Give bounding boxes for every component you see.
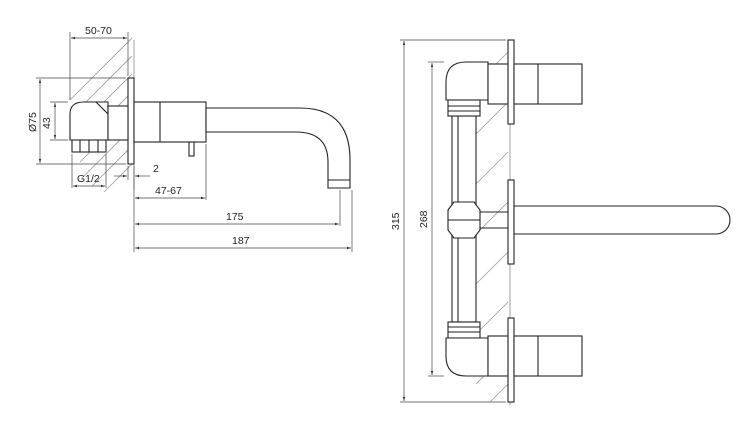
label-handle-spacing: 268 <box>418 210 430 228</box>
front-bottom-elbow <box>445 337 489 377</box>
label-spout-reach: 175 <box>226 211 244 223</box>
label-wall-range: 50-70 <box>85 25 112 37</box>
front-upper-plate <box>507 39 515 125</box>
side-body-cylinder <box>133 101 207 143</box>
front-lower-handle <box>513 335 583 377</box>
label-gap: 2 <box>153 163 159 175</box>
front-spout <box>513 205 731 235</box>
side-elbow-connector <box>69 101 109 153</box>
label-diameter: Ø75 <box>27 112 39 132</box>
side-cover-plate <box>127 77 135 165</box>
front-top-elbow <box>445 61 489 101</box>
label-total-length: 187 <box>232 235 250 247</box>
label-spout-offset: 47-67 <box>155 185 182 197</box>
side-inner-sleeve <box>107 105 129 141</box>
label-total-height: 315 <box>390 212 402 230</box>
front-lower-plate <box>507 317 515 403</box>
front-upper-handle <box>513 63 583 105</box>
label-height: 43 <box>41 117 53 129</box>
side-view: 50-70 Ø75 43 G1/2 2 47-67 175 187 <box>27 25 353 252</box>
side-spout <box>205 107 351 189</box>
front-spout-plate <box>507 179 515 265</box>
side-lever-stub <box>188 141 195 157</box>
front-view: 315 268 <box>390 39 731 405</box>
label-thread: G1/2 <box>77 173 100 185</box>
